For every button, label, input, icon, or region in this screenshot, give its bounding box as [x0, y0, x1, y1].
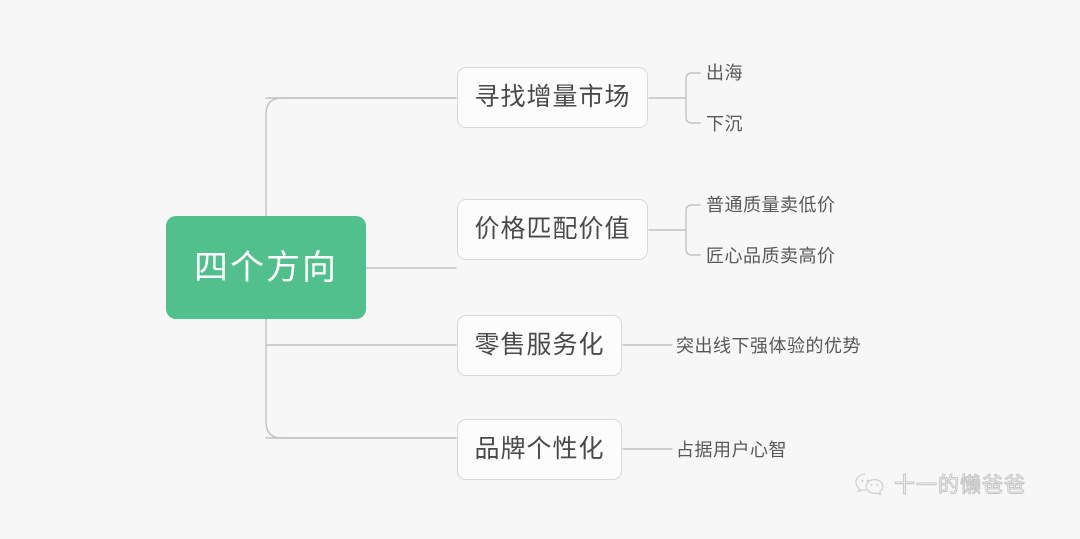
leaf-label-3-1[interactable]: 突出线下强体验的优势 [676, 336, 861, 356]
watermark: 十一的懒爸爸 [855, 472, 1026, 498]
root-node[interactable]: 四个方向 [166, 216, 366, 319]
branch-node-4-label: 品牌个性化 [474, 435, 605, 463]
connector-branch-1-bracket [685, 72, 701, 124]
wechat-icon [855, 473, 884, 496]
branch-node-1[interactable]: 寻找增量市场 [457, 67, 648, 128]
watermark-account-name: 十一的懒爸爸 [894, 473, 1026, 497]
leaf-label-1-1[interactable]: 出海 [706, 63, 743, 83]
branch-node-4[interactable]: 品牌个性化 [457, 419, 622, 480]
root-node-label: 四个方向 [194, 248, 338, 287]
branch-node-2-label: 价格匹配价值 [474, 215, 631, 243]
leaf-label-4-1[interactable]: 占据用户心智 [676, 440, 787, 460]
branch-node-2[interactable]: 价格匹配价值 [457, 199, 648, 260]
branch-node-1-label: 寻找增量市场 [474, 83, 631, 111]
leaf-label-2-2[interactable]: 匠心品质卖高价 [706, 246, 836, 266]
branch-node-3-label: 零售服务化 [474, 331, 605, 359]
leaf-label-2-1[interactable]: 普通质量卖低价 [706, 195, 836, 215]
branch-node-3[interactable]: 零售服务化 [457, 315, 622, 376]
connector-branch-2-bracket [685, 204, 701, 256]
leaf-label-1-2[interactable]: 下沉 [706, 114, 743, 134]
